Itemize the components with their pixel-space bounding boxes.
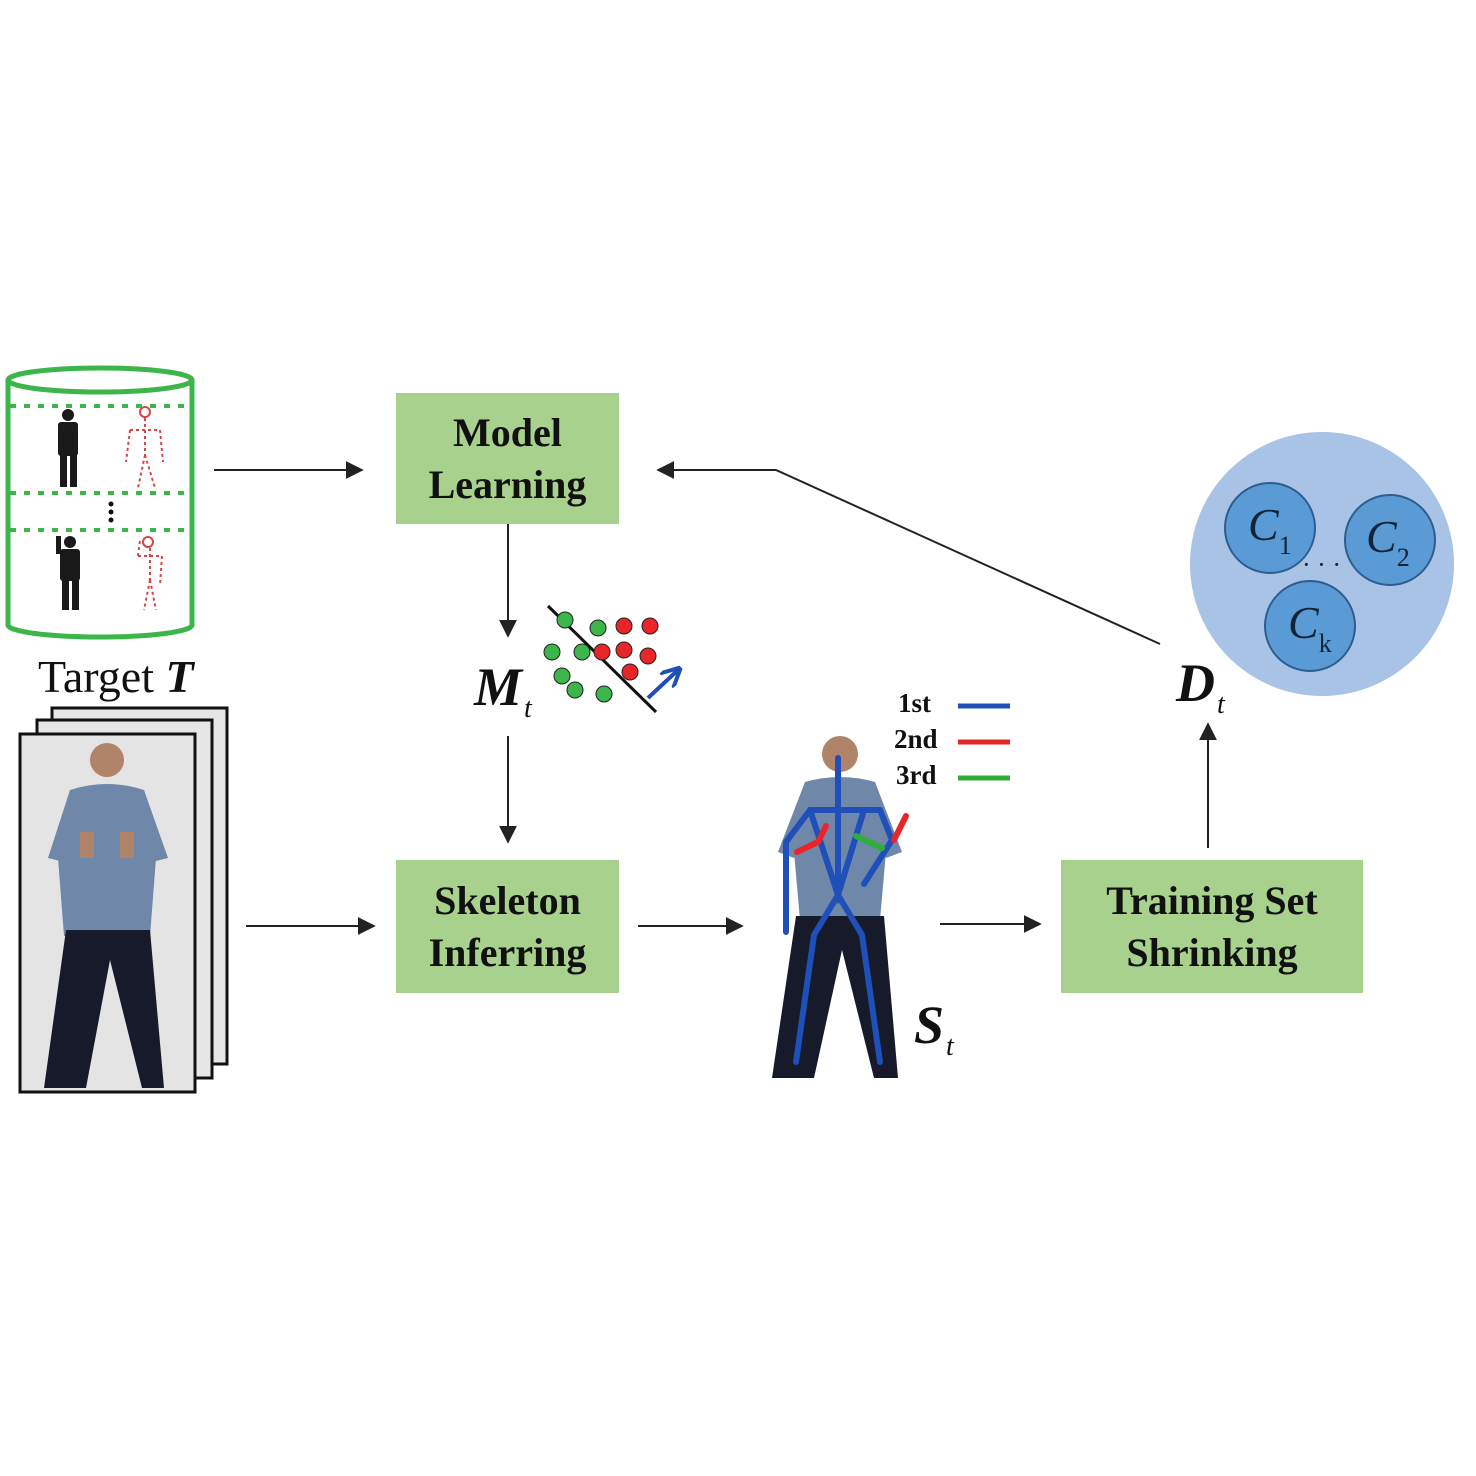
model-learning-box: Model Learning xyxy=(396,393,619,524)
cluster-c2-label: C2 xyxy=(1366,510,1410,573)
skeleton-symbol: St xyxy=(914,994,954,1063)
db-person-1 xyxy=(58,409,78,487)
training-set-shrinking-line-2: Shrinking xyxy=(1126,929,1298,975)
cluster-ck-symbol: C xyxy=(1288,597,1319,648)
cluster-ellipsis: · · · xyxy=(1302,550,1341,579)
target-label-symbol: T xyxy=(165,651,194,702)
cluster-c2-sub: 2 xyxy=(1396,543,1410,572)
db-skeleton-1 xyxy=(125,406,164,489)
model-symbol: Mt xyxy=(474,656,532,725)
cluster-c2 xyxy=(1344,494,1436,586)
skeleton-inferring-line-1: Skeleton xyxy=(434,877,581,923)
legend-label-2nd: 2nd xyxy=(894,724,938,754)
dataset-symbol-sub: t xyxy=(1217,689,1225,720)
training-database-cylinder xyxy=(5,365,195,640)
cluster-c1-label: C1 xyxy=(1248,498,1292,561)
model-learning-line-1: Model xyxy=(453,409,562,455)
legend-label-3rd: 3rd xyxy=(896,760,937,790)
db-person-2 xyxy=(56,536,80,610)
skeleton-inferring-line-2: Inferring xyxy=(428,929,587,975)
cluster-c1 xyxy=(1224,482,1316,574)
dataset-symbol-letter: D xyxy=(1176,653,1215,713)
cluster-set xyxy=(1190,432,1454,696)
training-set-shrinking-box: Training Set Shrinking xyxy=(1061,860,1363,993)
training-set-shrinking-line-1: Training Set xyxy=(1106,877,1318,923)
arrow-dt-to-model xyxy=(656,461,1161,645)
db-skeleton-2 xyxy=(137,536,163,611)
cluster-ck-sub: k xyxy=(1318,629,1332,658)
model-symbol-sub: t xyxy=(524,693,532,724)
skeleton-inferring-box: Skeleton Inferring xyxy=(396,860,619,993)
cluster-ck xyxy=(1264,580,1356,672)
skeleton-symbol-sub: t xyxy=(946,1031,954,1062)
inferred-skeleton-lines xyxy=(783,755,909,1065)
model-learning-line-2: Learning xyxy=(428,461,587,507)
flow-arrows xyxy=(214,461,1217,935)
cluster-c1-symbol: C xyxy=(1248,499,1279,550)
cluster-c1-sub: 1 xyxy=(1278,531,1292,560)
skeleton-symbol-letter: S xyxy=(914,995,945,1055)
classifier-icon xyxy=(543,604,678,714)
target-label-text: Target xyxy=(38,651,154,702)
legend-lines xyxy=(958,703,1010,781)
legend-label-1st: 1st xyxy=(898,688,931,718)
target-label: Target T xyxy=(38,650,194,703)
target-person-photo xyxy=(44,743,168,1088)
cluster-ck-label: Ck xyxy=(1288,596,1332,659)
cluster-c2-symbol: C xyxy=(1366,511,1397,562)
model-symbol-letter: M xyxy=(474,657,523,717)
dataset-symbol: Dt xyxy=(1176,652,1225,721)
